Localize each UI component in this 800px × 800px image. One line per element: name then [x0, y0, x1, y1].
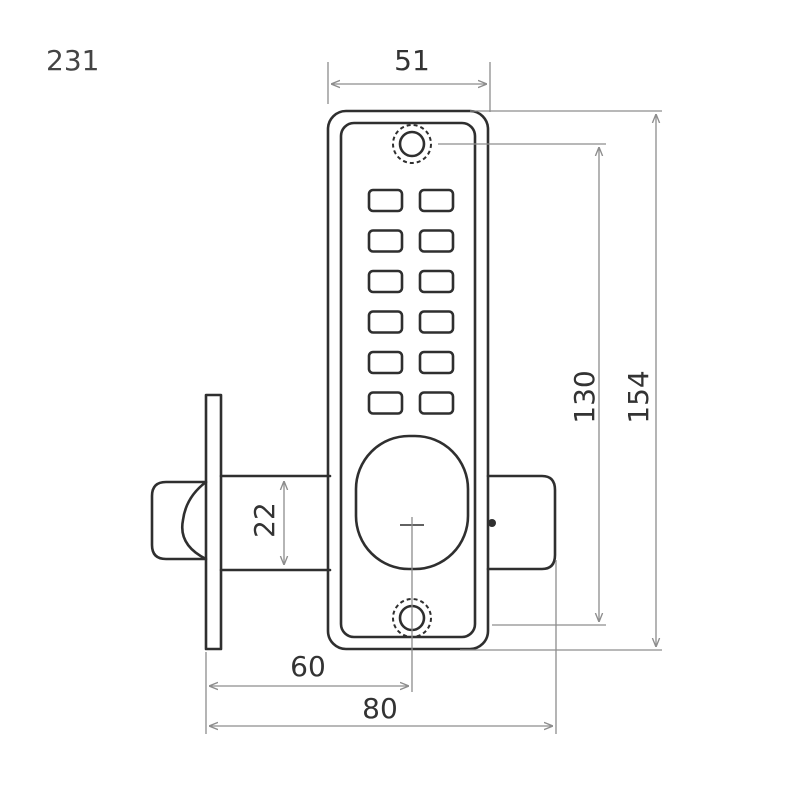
spindle-housing	[486, 474, 557, 571]
extension-lines	[205, 62, 662, 734]
dimension-label-130: 130	[568, 370, 601, 423]
latch-face-plate	[204, 393, 223, 651]
dimension-label-80: 80	[362, 692, 398, 725]
model-number: 231	[46, 44, 99, 77]
dimension-total-length: 80	[209, 692, 553, 726]
keypad-button	[367, 229, 404, 253]
dimension-bolt-diameter: 22	[248, 481, 284, 565]
dimension-overall-height: 154	[622, 114, 656, 647]
keypad-button	[418, 310, 455, 334]
dimension-top-width: 51	[331, 44, 487, 84]
lock-body-outer	[326, 109, 490, 651]
latch-bolt	[150, 480, 208, 561]
keypad-button	[418, 391, 455, 415]
keypad-button	[367, 188, 404, 213]
dimension-label-51: 51	[394, 44, 430, 77]
top-screw	[392, 124, 432, 164]
dimension-inner-height: 130	[568, 147, 601, 622]
dimension-label-60: 60	[290, 650, 326, 683]
keypad	[367, 188, 455, 415]
keypad-button	[418, 188, 455, 213]
keypad-button	[367, 391, 404, 415]
latch-assembly	[150, 393, 332, 651]
lock-body	[326, 109, 490, 651]
keypad-button	[418, 350, 455, 375]
keypad-button	[367, 310, 404, 334]
lock-body-inner	[339, 121, 477, 639]
spindle-screw	[488, 519, 496, 527]
dimension-label-154: 154	[622, 370, 655, 423]
keypad-button	[418, 269, 455, 294]
dimension-label-22: 22	[248, 502, 281, 538]
keypad-button	[367, 350, 404, 375]
keypad-button	[418, 229, 455, 253]
keypad-button	[367, 269, 404, 294]
dimension-backset: 60	[209, 650, 409, 686]
latch-tube	[219, 474, 332, 572]
